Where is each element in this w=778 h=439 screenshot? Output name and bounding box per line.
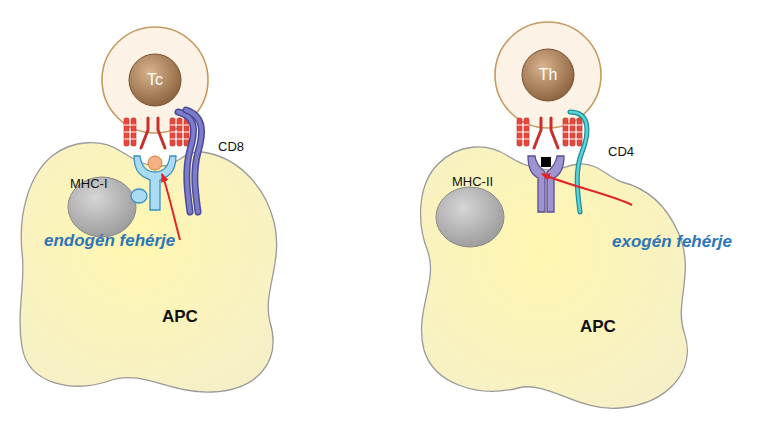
helper-t-cell: Th xyxy=(493,20,603,130)
cell-name: Th xyxy=(539,66,558,84)
protein-source: endogén fehérje xyxy=(44,232,175,251)
cell-name: APC xyxy=(162,308,198,327)
molecule-label: MHC-I xyxy=(70,177,108,191)
molecule-label: CD4 xyxy=(608,145,634,159)
cell-name: APC xyxy=(580,318,616,337)
protein-source: exogén fehérje xyxy=(612,233,732,252)
molecule-label: CD8 xyxy=(218,140,244,154)
cell-name: Tc xyxy=(147,71,163,89)
molecule-label: MHC-II xyxy=(452,175,493,189)
